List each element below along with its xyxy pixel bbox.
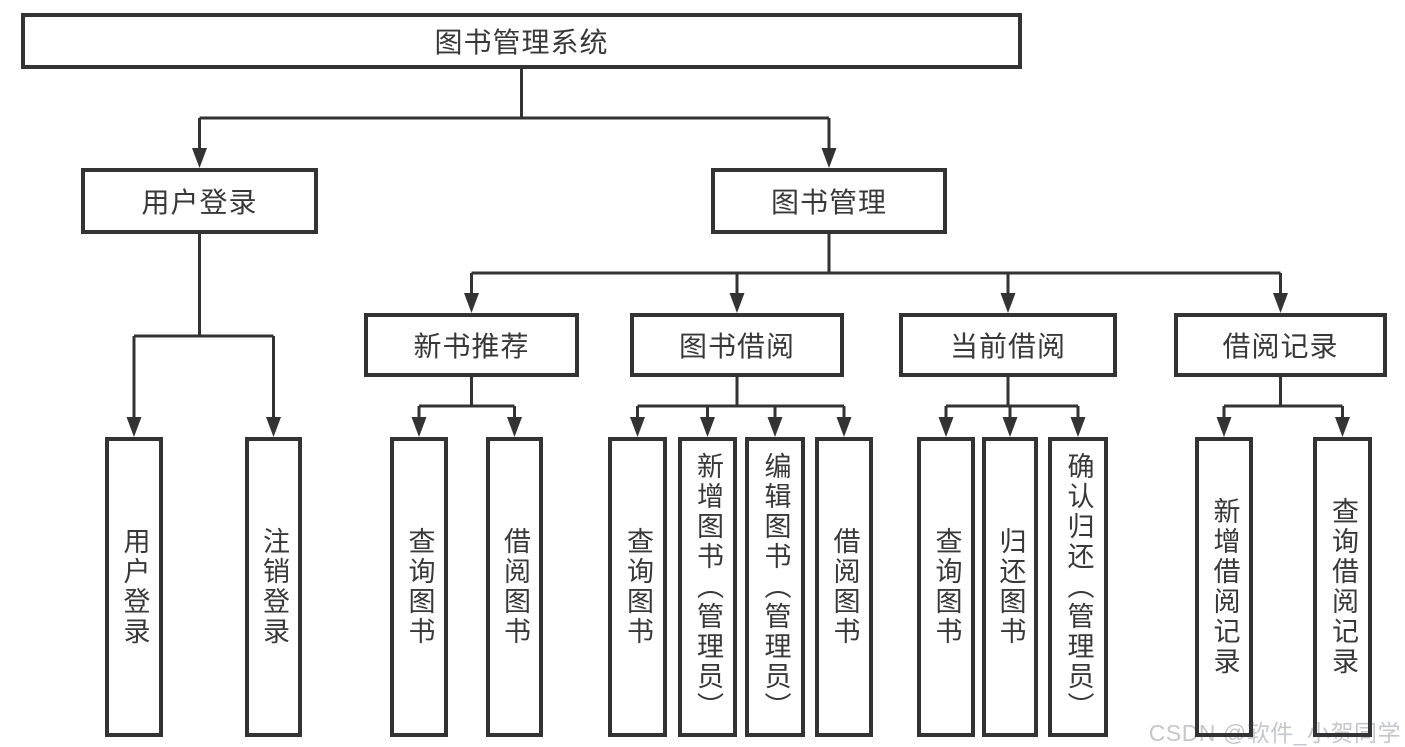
- node-label: 注销登录: [259, 527, 289, 647]
- node-book-management: 图书管理: [711, 168, 947, 234]
- leaf-return-books: 归还图书: [982, 437, 1038, 737]
- leaf-borrow-books-recommend: 借阅图书: [486, 437, 543, 737]
- node-label: 查询图书: [931, 527, 962, 647]
- node-label: 借阅记录: [1222, 331, 1339, 362]
- leaf-edit-books-admin: 编辑图书（管理员）: [745, 437, 805, 737]
- node-label: 借阅图书: [500, 527, 530, 647]
- node-label: 借阅图书: [829, 527, 860, 647]
- node-label: 用户登录: [141, 187, 258, 218]
- node-label: 新书推荐: [413, 331, 530, 362]
- node-library-management-system: 图书管理系统: [21, 13, 1022, 69]
- node-label: 图书管理系统: [434, 27, 609, 58]
- node-new-book-recommendation: 新书推荐: [364, 313, 579, 377]
- node-label: 新增借阅记录: [1209, 497, 1240, 677]
- node-label: 新增图书（管理员）: [693, 452, 723, 722]
- node-book-borrowing: 图书借阅: [630, 313, 844, 377]
- leaf-logout: 注销登录: [245, 437, 302, 737]
- leaf-add-borrow-record: 新增借阅记录: [1195, 437, 1253, 737]
- csdn-watermark: CSDN @软件_小贺同学: [1148, 720, 1401, 746]
- leaf-user-login: 用户登录: [105, 437, 163, 737]
- node-label: 查询图书: [623, 527, 653, 647]
- node-borrowing-records: 借阅记录: [1174, 313, 1387, 377]
- leaf-add-books-admin: 新增图书（管理员）: [678, 437, 737, 737]
- leaf-borrow-books: 借阅图书: [815, 437, 873, 737]
- node-label: 查询图书: [404, 527, 435, 647]
- leaf-query-borrow-record: 查询借阅记录: [1313, 437, 1372, 737]
- leaf-query-books-recommend: 查询图书: [390, 437, 448, 737]
- node-user-login: 用户登录: [81, 168, 318, 234]
- node-label: 编辑图书（管理员）: [760, 452, 791, 722]
- leaf-query-books-borrow: 查询图书: [608, 437, 667, 737]
- node-label: 图书借阅: [678, 331, 795, 362]
- leaf-confirm-return-admin: 确认归还（管理员）: [1048, 437, 1108, 737]
- node-label: 用户登录: [119, 527, 150, 647]
- node-label: 确认归还（管理员）: [1063, 452, 1094, 722]
- node-label: 查询借阅记录: [1328, 497, 1358, 677]
- node-current-borrowing: 当前借阅: [899, 313, 1117, 377]
- node-label: 当前借阅: [949, 331, 1066, 362]
- leaf-query-books-current: 查询图书: [917, 437, 975, 737]
- node-label: 图书管理: [770, 187, 887, 218]
- node-label: 归还图书: [995, 527, 1026, 647]
